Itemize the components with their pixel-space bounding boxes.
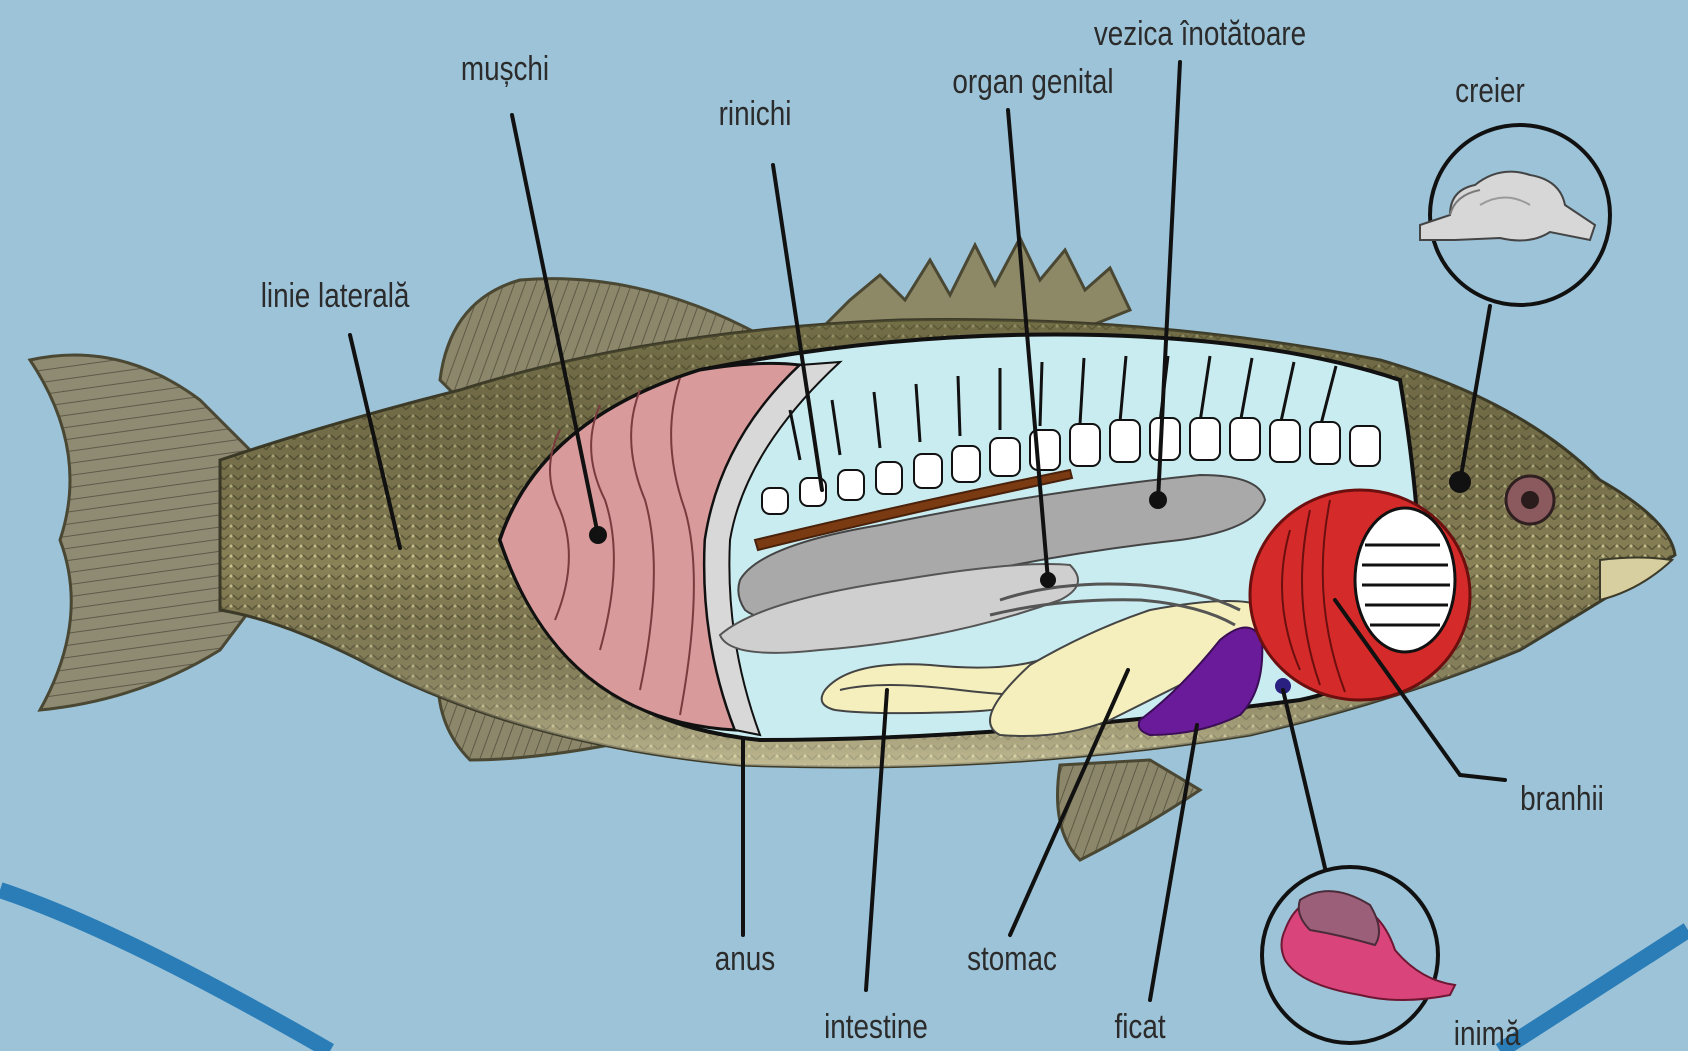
label-ficat: ficat: [1114, 1007, 1165, 1045]
pupil: [1521, 491, 1539, 509]
label-organ-genital: organ genital: [952, 62, 1113, 100]
label-anus: anus: [715, 939, 775, 977]
label-creier: creier: [1455, 71, 1525, 109]
brain-inset: [1420, 125, 1610, 305]
dorsal-fin-spiny: [820, 238, 1130, 330]
label-inima: inimă: [1454, 1014, 1521, 1051]
label-rinichi: rinichi: [719, 94, 792, 132]
background-arc-left: [0, 890, 330, 1051]
dot-vezica: [1149, 491, 1167, 509]
label-intestine: intestine: [824, 1007, 928, 1045]
label-vezica-inotatoare: vezica înotătoare: [1094, 14, 1306, 52]
mouth: [1600, 558, 1672, 601]
label-muschi: mușchi: [461, 49, 549, 87]
label-branhii: branhii: [1520, 779, 1604, 817]
pelvic-fin: [1058, 760, 1201, 860]
dot-creier: [1449, 471, 1471, 493]
label-linie-laterala: linie laterală: [261, 276, 410, 314]
dot-organ-genital: [1040, 572, 1056, 588]
gills: [1250, 490, 1470, 700]
heart-inset: [1262, 867, 1455, 1043]
background-arc-right: [1500, 930, 1688, 1051]
dot-muschi: [589, 526, 607, 544]
label-stomac: stomac: [967, 939, 1057, 977]
